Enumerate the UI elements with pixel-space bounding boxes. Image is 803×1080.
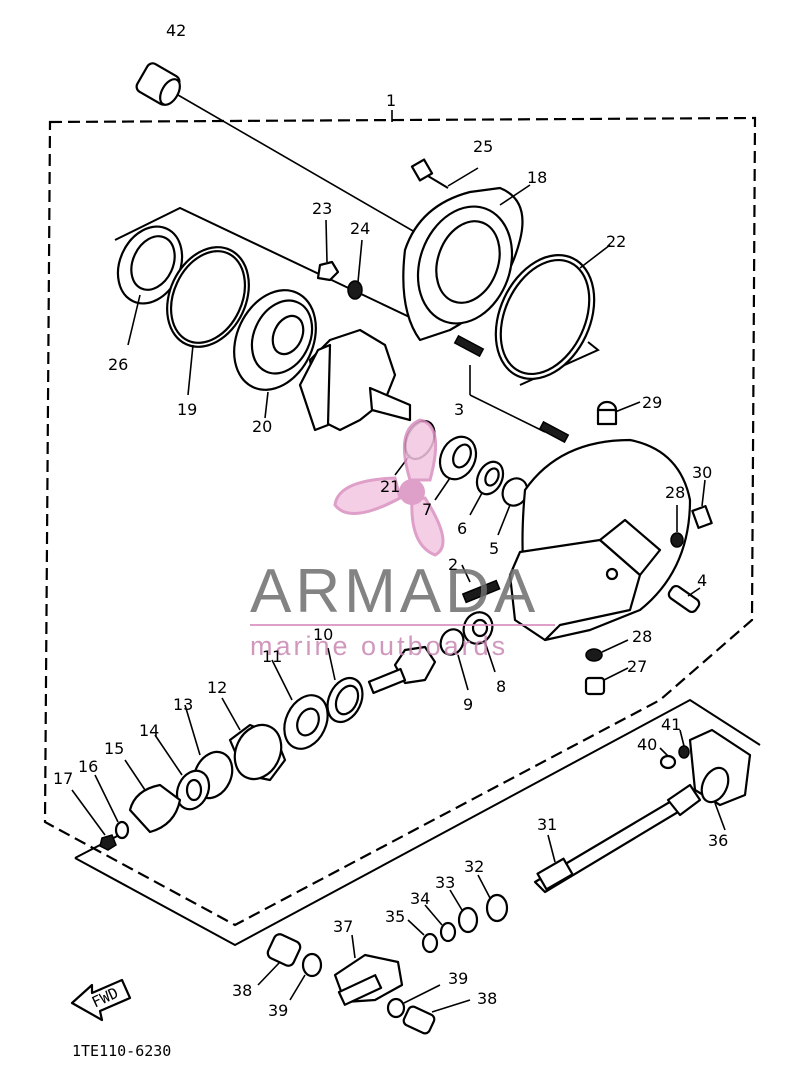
part-40-pin — [659, 747, 677, 770]
part-34-washer — [424, 904, 457, 943]
part-30-bolt — [691, 479, 713, 529]
part-24-washer — [347, 239, 363, 300]
part-9-washer — [439, 628, 469, 691]
part-18-housing — [402, 184, 531, 342]
part-39-washer-left — [289, 952, 323, 1001]
callout-28-upper: 28 — [665, 483, 685, 502]
part-6-washer — [469, 460, 505, 516]
watermark: ARMADA marine outboards — [250, 418, 555, 661]
callout-17: 17 — [53, 769, 73, 788]
callout-23: 23 — [312, 199, 332, 218]
part-39-washer-right — [386, 984, 441, 1019]
watermark-tagline: marine outboards — [250, 631, 508, 661]
callout-38-right: 38 — [477, 989, 497, 1008]
callout-30: 30 — [692, 463, 712, 482]
part-38-bushing-left — [257, 933, 302, 986]
part-41-bolt — [678, 729, 690, 759]
callout-37: 37 — [333, 917, 353, 936]
callout-29: 29 — [642, 393, 662, 412]
part-14-seal — [154, 734, 211, 811]
callout-2: 2 — [448, 555, 458, 574]
part-3-stud — [453, 334, 570, 444]
callout-39-left: 39 — [268, 1001, 288, 1020]
callout-35: 35 — [385, 907, 405, 926]
assembly-boundary — [43, 116, 757, 927]
callout-7: 7 — [422, 500, 432, 519]
part-33-washer — [449, 889, 479, 934]
part-29-plug — [596, 400, 641, 426]
propeller-logo-icon — [333, 418, 445, 557]
part-2-stud — [461, 564, 501, 604]
callout-28-lower: 28 — [632, 627, 652, 646]
callout-15: 15 — [104, 739, 124, 758]
callout-13: 13 — [173, 695, 193, 714]
part-bevel-gear-large — [298, 328, 412, 432]
callout-4: 4 — [697, 571, 707, 590]
callout-6: 6 — [457, 519, 467, 538]
part-19-circlip — [166, 246, 250, 396]
part-42-bushing — [135, 62, 421, 236]
callout-41: 41 — [661, 715, 681, 734]
part-26-shim — [116, 225, 184, 346]
callout-34: 34 — [410, 889, 430, 908]
callout-18: 18 — [527, 168, 547, 187]
part-12-bearing-housing — [221, 697, 287, 782]
callout-27: 27 — [627, 657, 647, 676]
forward-arrow-icon: FWD — [70, 978, 132, 1022]
part-16-washer — [94, 774, 130, 840]
callout-8: 8 — [496, 677, 506, 696]
part-15-cover — [124, 759, 182, 834]
callout-42: 42 — [166, 21, 186, 40]
callout-3: 3 — [454, 400, 464, 419]
watermark-brand: ARMADA — [250, 557, 539, 626]
callout-33: 33 — [435, 873, 455, 892]
part-28-washer-upper — [670, 505, 684, 548]
part-11-bearing — [271, 659, 329, 750]
part-17-nut — [71, 789, 117, 851]
part-20-bearing — [233, 289, 317, 419]
callout-22: 22 — [606, 232, 626, 251]
part-37-universal-joint — [333, 934, 404, 1006]
part-7-bearing — [434, 435, 478, 501]
part-31-drive-shaft — [533, 783, 702, 894]
callout-12: 12 — [207, 678, 227, 697]
part-35-washer — [407, 919, 439, 954]
drawing-code: 1TE110-6230 — [72, 1042, 171, 1060]
callout-24: 24 — [350, 219, 370, 238]
callout-32: 32 — [464, 857, 484, 876]
part-25-bolt — [410, 158, 479, 189]
part-8-bearing — [462, 611, 496, 673]
callout-26: 26 — [108, 355, 128, 374]
callout-9: 9 — [463, 695, 473, 714]
part-27-bolt — [584, 667, 629, 696]
part-28-washer-lower — [585, 639, 629, 662]
callout-31: 31 — [537, 815, 557, 834]
callout-36: 36 — [708, 831, 728, 850]
part-23-nut — [316, 219, 340, 282]
part-gear-case — [508, 438, 692, 642]
part-4-pin — [667, 584, 701, 614]
callout-16: 16 — [78, 757, 98, 776]
callout-38-left: 38 — [232, 981, 252, 1000]
part-32-bushing — [477, 874, 509, 923]
callout-39-right: 39 — [448, 969, 468, 988]
subgroup-bracket — [114, 206, 421, 323]
part-10-oil-seal — [326, 647, 364, 724]
callout-40: 40 — [637, 735, 657, 754]
callout-10: 10 — [313, 625, 333, 644]
part-38-bushing-right — [402, 999, 471, 1035]
callout-20: 20 — [252, 417, 272, 436]
callout-1: 1 — [386, 91, 396, 110]
callout-21: 21 — [380, 477, 400, 496]
callout-5: 5 — [489, 539, 499, 558]
part-pinion-gear — [367, 645, 437, 695]
part-22-o-ring — [494, 244, 611, 381]
callout-14: 14 — [139, 721, 159, 740]
callout-25: 25 — [473, 137, 493, 156]
callout-19: 19 — [177, 400, 197, 419]
part-36-plate — [688, 728, 752, 831]
callout-11: 11 — [262, 647, 282, 666]
